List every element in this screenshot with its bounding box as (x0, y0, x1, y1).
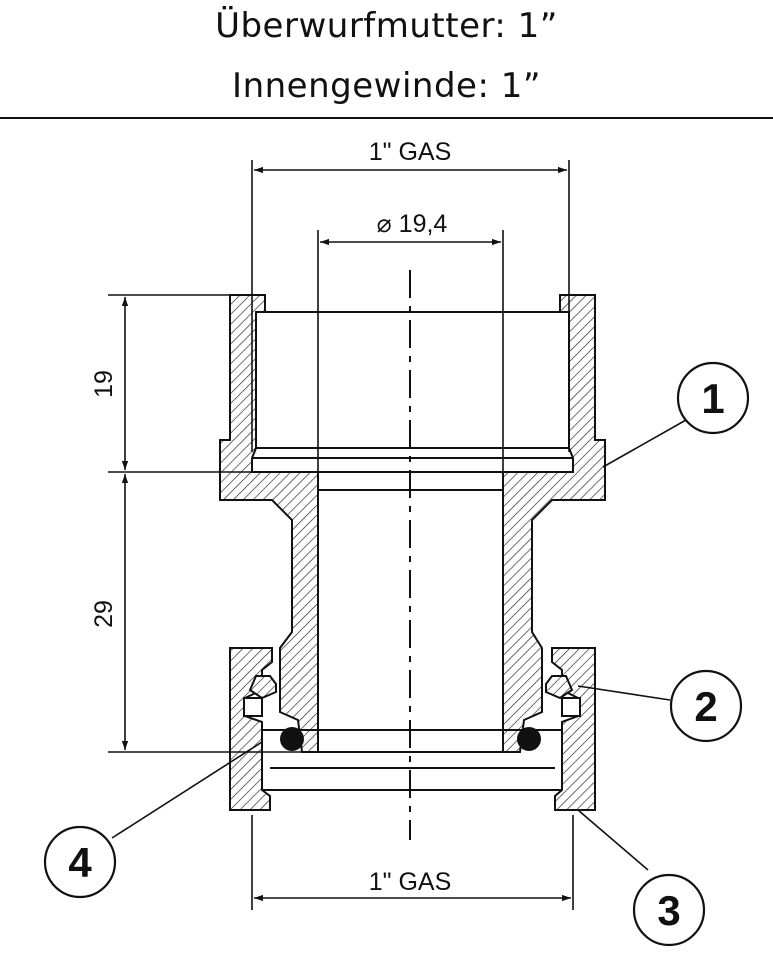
dimension-lines (108, 160, 574, 910)
callout-3: 3 (632, 873, 706, 947)
svg-text:4: 4 (68, 839, 92, 886)
svg-text:3: 3 (657, 887, 680, 934)
nut-inner-lines (262, 729, 562, 791)
callout-2: 2 (669, 669, 743, 743)
svg-text:1: 1 (701, 375, 724, 422)
internal-thread-lines (252, 311, 573, 753)
header-divider (0, 117, 773, 119)
retaining-ring (248, 675, 574, 700)
svg-text:2: 2 (694, 683, 717, 730)
dim-bottom-thread: 1" GAS (369, 868, 452, 896)
title-female-thread-size: Innengewinde: 1” (232, 66, 541, 106)
dim-top-thread: 1" GAS (369, 138, 452, 166)
dim-bore-diameter: ⌀ 19,4 (377, 210, 448, 238)
o-ring (280, 727, 541, 751)
ring-clips (243, 697, 581, 717)
dim-height-upper: 19 (90, 370, 118, 398)
callout-4: 4 (43, 825, 117, 899)
title-nut-size: Überwurfmutter: 1” (215, 6, 558, 46)
leader-lines (111, 419, 687, 871)
dim-height-lower: 29 (90, 600, 118, 628)
callout-1: 1 (676, 361, 750, 435)
